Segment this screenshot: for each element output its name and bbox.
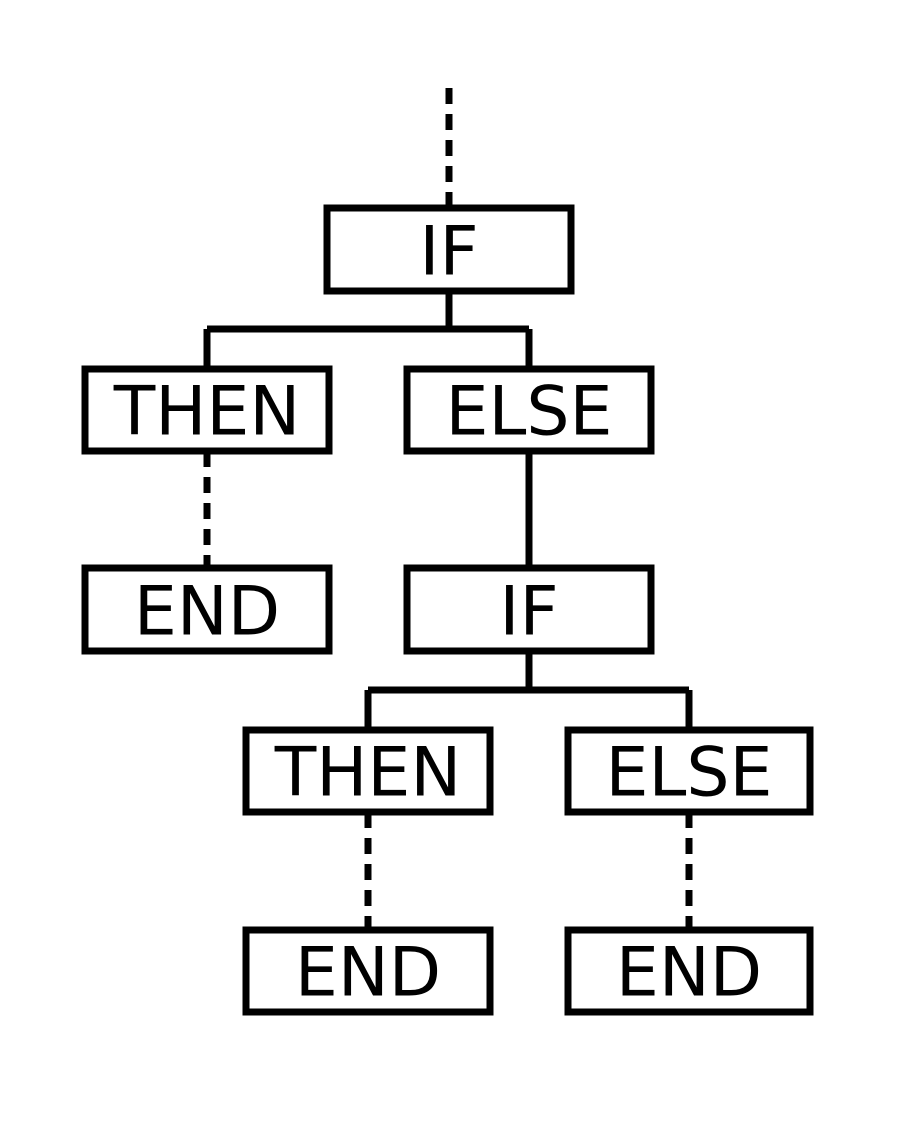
node-if-2: IF bbox=[403, 564, 655, 655]
node-then-1: THEN bbox=[81, 365, 333, 455]
diagram-edges bbox=[203, 88, 693, 930]
node-if-1: IF bbox=[323, 204, 575, 295]
node-then-2-label: THEN bbox=[274, 734, 462, 813]
node-end-2-label: END bbox=[295, 934, 441, 1013]
edge-if2-to-then2-else2 bbox=[364, 651, 693, 730]
node-end-1: END bbox=[81, 564, 333, 655]
node-end-3-label: END bbox=[616, 934, 762, 1013]
node-end-2: END bbox=[242, 926, 494, 1016]
node-else-1-label: ELSE bbox=[446, 373, 613, 452]
node-if-1-label: IF bbox=[419, 213, 478, 292]
node-if-2-label: IF bbox=[499, 573, 558, 652]
node-else-2: ELSE bbox=[564, 726, 814, 816]
node-then-2: THEN bbox=[242, 726, 494, 816]
edge-if1-to-then1-else1 bbox=[203, 291, 533, 369]
node-then-1-label: THEN bbox=[113, 373, 301, 452]
node-end-3: END bbox=[564, 926, 814, 1016]
node-else-1: ELSE bbox=[403, 365, 655, 455]
node-end-1-label: END bbox=[134, 573, 280, 652]
node-else-2-label: ELSE bbox=[606, 734, 773, 813]
